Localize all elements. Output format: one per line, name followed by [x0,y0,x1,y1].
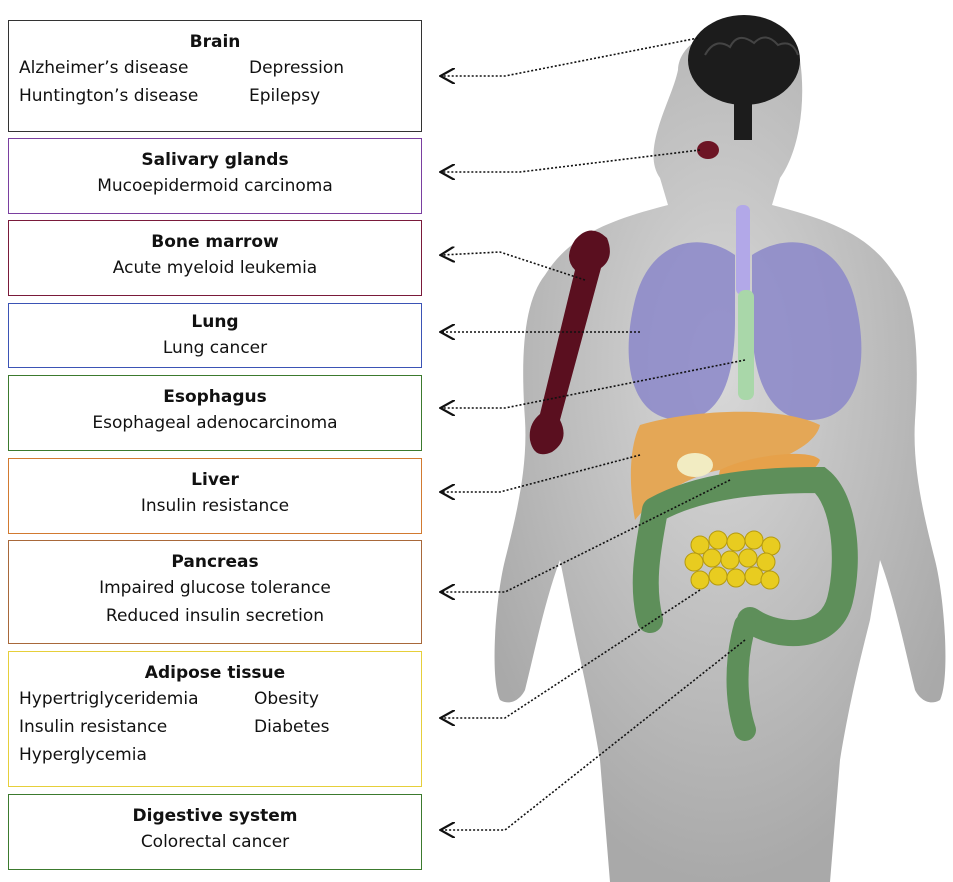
salivary-box: Salivary glands Mucoepidermoid carcinoma [8,138,422,214]
adipose-condition: Hypertriglyceridemia [19,685,254,713]
esophagus-condition: Esophageal adenocarcinoma [9,409,421,437]
liver-title: Liver [9,468,421,492]
digestive-title: Digestive system [9,804,421,828]
bone-marrow-title: Bone marrow [9,230,421,254]
liver-box: Liver Insulin resistance [8,458,422,534]
arrow-brain [442,38,698,76]
esophagus-icon [738,290,754,400]
lung-condition: Lung cancer [9,334,421,362]
adipose-icon [685,531,780,589]
salivary-condition: Mucoepidermoid carcinoma [9,172,421,200]
pancreas-title: Pancreas [9,550,421,574]
salivary-title: Salivary glands [9,148,421,172]
digestive-box: Digestive system Colorectal cancer [8,794,422,870]
pancreas-box: Pancreas Impaired glucose tolerance Redu… [8,540,422,644]
adipose-condition: Insulin resistance [19,713,254,741]
adipose-title: Adipose tissue [9,661,421,685]
lung-box: Lung Lung cancer [8,303,422,368]
adipose-box: Adipose tissue Hypertriglyceridemia Obes… [8,651,422,787]
brain-title: Brain [9,30,421,54]
digestive-condition: Colorectal cancer [9,828,421,856]
brain-condition: Depression [249,54,344,82]
brain-condition: Huntington’s disease [19,82,249,110]
pancreas-condition: Reduced insulin secretion [9,602,421,630]
pancreas-condition: Impaired glucose tolerance [9,574,421,602]
esophagus-box: Esophagus Esophageal adenocarcinoma [8,375,422,451]
adipose-condition: Hyperglycemia [19,741,254,769]
lung-title: Lung [9,310,421,334]
bone-marrow-box: Bone marrow Acute myeloid leukemia [8,220,422,296]
brain-condition: Alzheimer’s disease [19,54,249,82]
salivary-gland-icon [697,141,719,159]
brain-box: Brain Alzheimer’s disease Depression Hun… [8,20,422,132]
bone-marrow-condition: Acute myeloid leukemia [9,254,421,282]
brain-condition: Epilepsy [249,82,320,110]
esophagus-title: Esophagus [9,385,421,409]
adipose-condition: Diabetes [254,713,329,741]
adipose-condition: Obesity [254,685,319,713]
liver-condition: Insulin resistance [9,492,421,520]
